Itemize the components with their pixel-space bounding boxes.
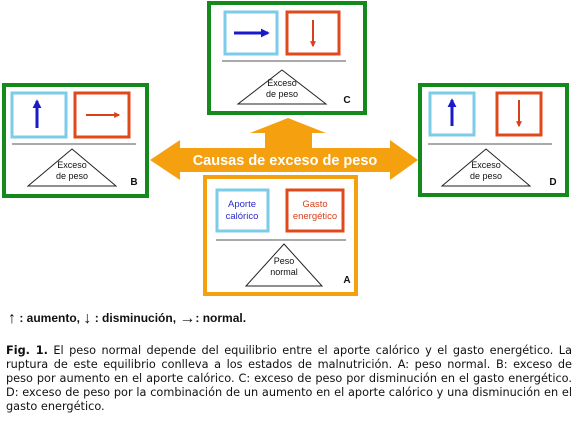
up-arrow-icon: ↑ <box>8 310 16 327</box>
panel-letter: C <box>343 95 350 106</box>
right-arrow-icon <box>390 140 418 180</box>
caption-text: El peso normal depende del equilibrio en… <box>6 344 573 413</box>
causes-arrow: Causas de exceso de peso <box>150 118 418 180</box>
left-arrow-icon <box>150 140 180 180</box>
panel-letter: B <box>130 177 137 188</box>
panel-letter: A <box>343 275 350 286</box>
expenditure-box <box>285 188 345 233</box>
caption-label: Fig. 1. <box>6 344 48 357</box>
legend-right-text: : normal. <box>195 311 247 325</box>
balance-triangle <box>236 69 328 105</box>
panel-letter: D <box>549 177 556 188</box>
balance-triangle <box>26 148 118 187</box>
balance-triangle <box>244 243 324 287</box>
right-arrow-icon: → <box>179 310 196 327</box>
intake-box <box>215 188 270 233</box>
balance-triangle <box>440 148 532 187</box>
up-arrow-icon <box>250 118 326 149</box>
figure-caption: Fig. 1. El peso normal depende del equil… <box>6 344 572 414</box>
intake-box <box>10 91 68 139</box>
legend-down-text: : disminución, <box>94 311 177 325</box>
causes-banner <box>178 148 392 172</box>
legend-up-text: : aumento, <box>19 311 81 325</box>
arrow-legend: ↑ : aumento, ↓ : disminución, →: normal. <box>8 309 246 327</box>
causes-label: Causas de exceso de peso <box>193 153 378 169</box>
down-arrow-icon: ↓ <box>83 310 92 327</box>
